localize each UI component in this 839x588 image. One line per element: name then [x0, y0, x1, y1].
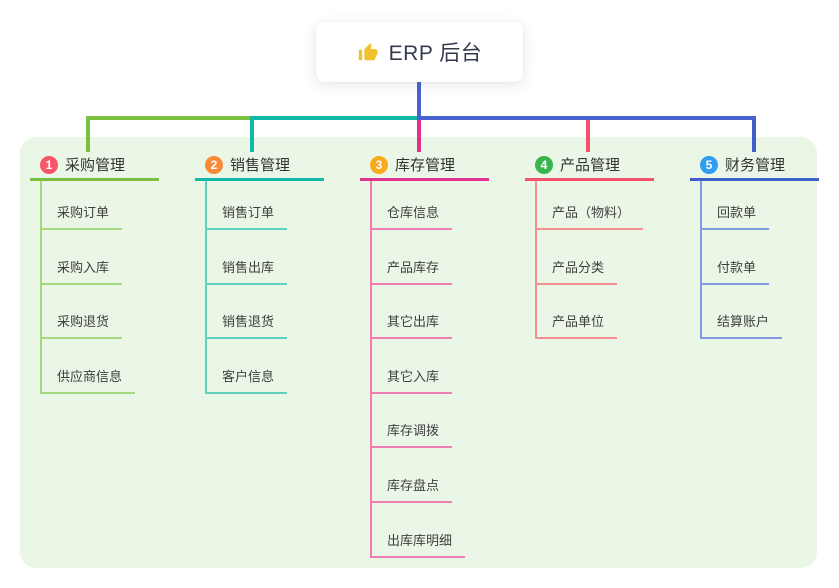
branch-badge-1: 1: [40, 155, 58, 174]
child-node-2-1[interactable]: 销售订单: [205, 202, 288, 230]
child-node-3-5[interactable]: 库存调拨: [370, 420, 453, 448]
child-node-4-2[interactable]: 产品分类: [535, 257, 618, 285]
child-node-3-4[interactable]: 其它入库: [370, 366, 453, 394]
branch-label-1: 采购管理: [65, 157, 126, 174]
branch-header-4[interactable]: 4 产品管理: [525, 151, 654, 181]
child-node-4-3[interactable]: 产品单位: [535, 311, 618, 339]
child-node-2-4[interactable]: 客户信息: [205, 366, 288, 394]
branch-trunk-4: [535, 181, 537, 339]
child-node-1-1[interactable]: 采购订单: [40, 202, 123, 230]
root-title: ERP 后台: [388, 42, 483, 65]
thumbs-up-icon: [357, 41, 379, 63]
child-node-1-4[interactable]: 供应商信息: [40, 366, 136, 394]
branch-header-1[interactable]: 1 采购管理: [30, 151, 159, 181]
elbow-drop-2: [250, 116, 254, 152]
branch-badge-4: 4: [535, 155, 553, 174]
child-node-5-1[interactable]: 回款单: [700, 202, 770, 230]
child-node-2-3[interactable]: 销售退货: [205, 311, 288, 339]
branch-label-2: 销售管理: [230, 157, 291, 174]
elbow-drop-4: [586, 116, 590, 152]
branch-header-5[interactable]: 5 财务管理: [690, 151, 819, 181]
branch-badge-2: 2: [205, 155, 223, 174]
elbow-horizontal-2: [250, 116, 421, 120]
child-node-3-6[interactable]: 库存盘点: [370, 475, 453, 503]
branch-label-5: 财务管理: [725, 157, 786, 174]
branch-header-3[interactable]: 3 库存管理: [360, 151, 489, 181]
branch-trunk-5: [700, 181, 702, 339]
child-node-5-3[interactable]: 结算账户: [700, 311, 783, 339]
elbow-drop-1: [86, 116, 90, 152]
child-node-3-3[interactable]: 其它出库: [370, 311, 453, 339]
child-node-2-2[interactable]: 销售出库: [205, 257, 288, 285]
child-node-3-7[interactable]: 出库库明细: [370, 530, 466, 558]
branch-trunk-1: [40, 181, 42, 394]
branch-trunk-2: [205, 181, 207, 394]
branch-badge-5: 5: [700, 155, 718, 174]
elbow-horizontal-5: [417, 116, 756, 120]
child-node-1-2[interactable]: 采购入库: [40, 257, 123, 285]
branches-panel: [20, 137, 817, 568]
child-node-3-1[interactable]: 仓库信息: [370, 202, 453, 230]
child-node-3-2[interactable]: 产品库存: [370, 257, 453, 285]
child-node-4-1[interactable]: 产品（物料）: [535, 202, 644, 230]
elbow-drop-5: [752, 116, 756, 152]
child-node-5-2[interactable]: 付款单: [700, 257, 770, 285]
child-node-1-3[interactable]: 采购退货: [40, 311, 123, 339]
branch-trunk-3: [370, 181, 372, 558]
root-node[interactable]: ERP 后台: [316, 22, 523, 82]
elbow-drop-3: [417, 116, 421, 152]
branch-label-4: 产品管理: [560, 157, 621, 174]
branch-header-2[interactable]: 2 销售管理: [195, 151, 324, 181]
branch-badge-3: 3: [370, 155, 388, 174]
root-stem: [417, 82, 421, 120]
branch-label-3: 库存管理: [395, 157, 456, 174]
